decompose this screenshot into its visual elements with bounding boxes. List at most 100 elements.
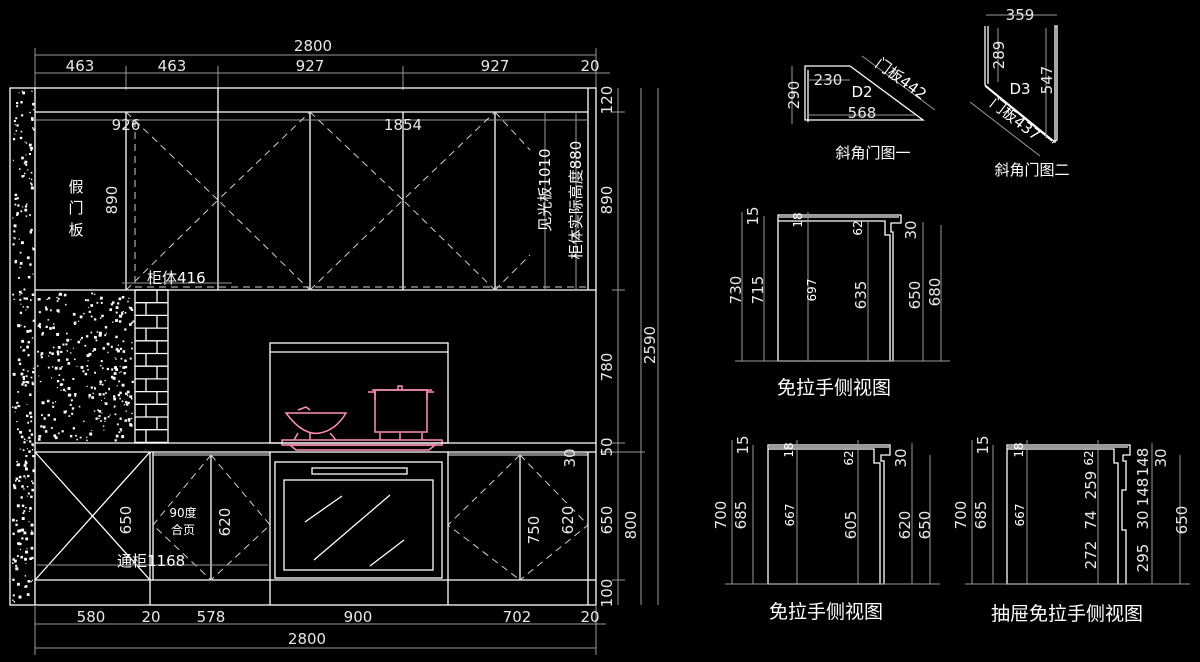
stone-speck bbox=[26, 403, 28, 405]
stone-speck bbox=[110, 375, 114, 379]
stone-speck bbox=[121, 400, 124, 403]
stone-speck bbox=[42, 425, 46, 429]
visible-panel-label: 见光板1010 bbox=[536, 148, 554, 231]
stone-speck bbox=[98, 417, 100, 420]
stone-speck bbox=[19, 430, 23, 434]
base-right-height-1: 750 bbox=[525, 516, 543, 545]
stone-speck bbox=[12, 558, 15, 561]
stone-speck bbox=[20, 372, 24, 376]
stone-speck bbox=[20, 346, 22, 348]
stone-speck bbox=[106, 367, 110, 371]
stone-speck bbox=[24, 205, 28, 208]
stone-speck bbox=[115, 348, 119, 351]
stone-speck bbox=[24, 208, 28, 212]
dim-15: 15 bbox=[734, 435, 752, 454]
stone-speck bbox=[21, 175, 24, 178]
stone-speck bbox=[26, 256, 30, 260]
dim-620: 620 bbox=[896, 511, 914, 540]
stone-speck bbox=[131, 322, 133, 324]
stone-speck bbox=[24, 460, 27, 462]
stone-speck bbox=[124, 366, 128, 369]
stone-speck bbox=[49, 327, 52, 330]
stone-speck bbox=[45, 308, 48, 311]
door-label-d2: D2 bbox=[851, 83, 872, 101]
stone-speck bbox=[89, 432, 93, 436]
stone-speck bbox=[124, 419, 128, 422]
stone-speck bbox=[56, 300, 59, 303]
stone-speck bbox=[98, 415, 101, 417]
stone-speck bbox=[84, 372, 88, 376]
stone-speck bbox=[21, 517, 25, 521]
stone-speck bbox=[31, 530, 33, 532]
stone-speck bbox=[22, 174, 25, 177]
stone-speck bbox=[48, 355, 50, 357]
stone-speck bbox=[29, 147, 32, 149]
dim-290: 290 bbox=[785, 81, 803, 110]
stone-speck bbox=[119, 314, 123, 318]
stone-speck bbox=[19, 136, 23, 140]
bottom-dim-2: 20 bbox=[141, 608, 160, 626]
stone-speck bbox=[14, 197, 17, 201]
actual-height-label: 柜体实际高度880 bbox=[567, 141, 585, 260]
dim-667: 667 bbox=[783, 504, 797, 527]
stone-speck bbox=[25, 381, 28, 383]
stone-speck bbox=[118, 380, 121, 383]
stone-speck bbox=[124, 328, 127, 331]
stone-speck bbox=[47, 414, 50, 417]
stone-speck bbox=[103, 417, 107, 420]
stone-speck bbox=[38, 311, 41, 314]
stone-speck bbox=[13, 484, 16, 488]
stone-speck bbox=[28, 177, 30, 179]
stone-speck bbox=[40, 354, 42, 356]
height-50: 50 bbox=[598, 437, 616, 456]
stone-speck bbox=[131, 341, 133, 344]
stone-speck bbox=[132, 320, 135, 323]
stone-speck bbox=[14, 194, 17, 196]
stone-speck bbox=[13, 230, 16, 233]
stone-speck bbox=[90, 331, 93, 334]
stone-speck bbox=[85, 436, 88, 438]
stone-speck bbox=[26, 306, 29, 308]
stone-speck bbox=[19, 266, 21, 269]
dim-30: 30 bbox=[1152, 448, 1170, 467]
stone-speck bbox=[25, 164, 28, 166]
stone-speck bbox=[40, 414, 43, 417]
stone-speck bbox=[67, 362, 71, 365]
stone-speck bbox=[73, 321, 77, 325]
stone-speck bbox=[27, 474, 30, 478]
stone-speck bbox=[115, 306, 119, 309]
stone-speck bbox=[25, 309, 27, 311]
dim-62: 62 bbox=[842, 450, 856, 465]
stone-speck bbox=[30, 178, 33, 181]
stone-speck bbox=[29, 557, 32, 561]
stone-speck bbox=[16, 504, 20, 508]
stone-speck bbox=[21, 383, 24, 386]
stone-speck bbox=[94, 318, 97, 321]
stone-speck bbox=[44, 430, 48, 433]
stone-speck bbox=[27, 370, 29, 372]
stone-speck bbox=[104, 397, 106, 399]
stone-speck bbox=[16, 197, 19, 200]
stone-speck bbox=[131, 380, 134, 384]
stone-speck bbox=[25, 375, 28, 378]
dim-62: 62 bbox=[851, 220, 865, 235]
stone-speck bbox=[127, 395, 129, 397]
stone-speck bbox=[12, 599, 14, 601]
stone-speck bbox=[20, 210, 23, 213]
stone-speck bbox=[27, 275, 31, 279]
stone-speck bbox=[74, 395, 77, 397]
stone-speck bbox=[103, 429, 105, 431]
stone-speck bbox=[56, 309, 60, 313]
bottom-dim-5: 702 bbox=[503, 608, 532, 626]
stone-speck bbox=[110, 345, 113, 348]
stone-speck bbox=[15, 117, 18, 120]
stone-speck bbox=[129, 395, 133, 399]
stone-speck bbox=[27, 421, 30, 424]
stone-speck bbox=[57, 346, 61, 349]
through-cabinet-label: 通柜1168 bbox=[117, 552, 185, 570]
wall-outline bbox=[9, 87, 597, 606]
side-view-3: 15 18 62 30 700 685 667 259 74 272 148 1… bbox=[952, 435, 1191, 625]
stone-speck bbox=[32, 455, 35, 458]
stone-speck bbox=[122, 350, 126, 353]
stone-speck bbox=[25, 414, 29, 418]
